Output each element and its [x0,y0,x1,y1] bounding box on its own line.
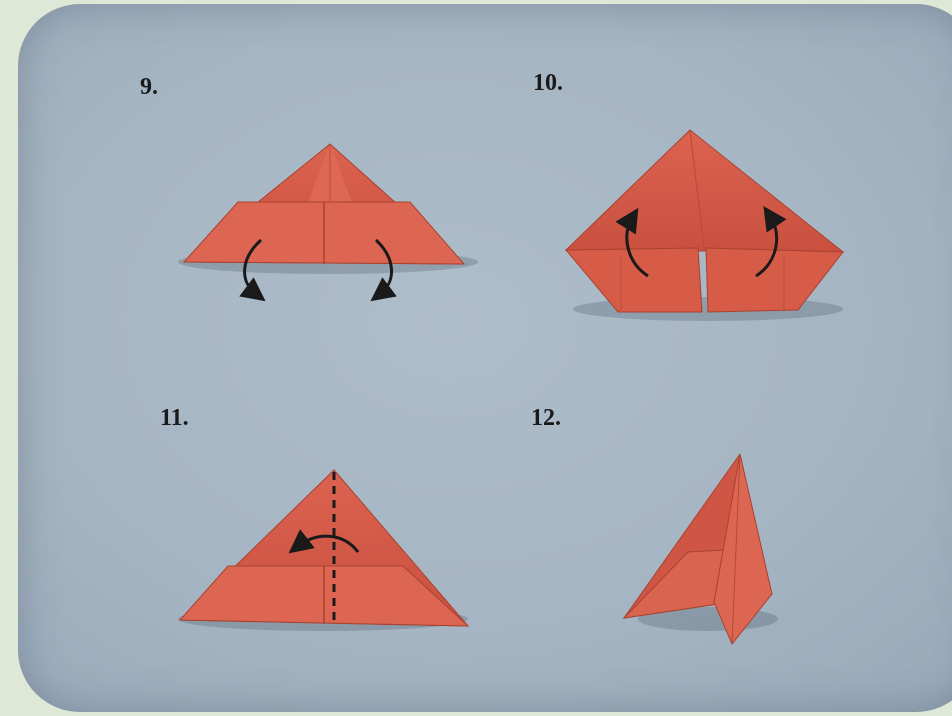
origami-instructions-photo: 9. 10. 11. 12. [18,4,952,712]
step-11-origami [178,469,470,627]
step-9-origami [182,143,466,302]
step-10-triangle [564,129,845,253]
step-12-edge-crease [731,453,741,645]
step-12-origami [622,453,773,645]
curved-arrow-icon [370,238,397,302]
curved-arrow-icon [239,238,266,302]
curved-arrow-icon [288,529,360,554]
step-10-right-flap [705,247,844,313]
step-10-origami [564,129,845,313]
step-10-label: 10. [533,70,563,96]
step-10-center-crease [689,129,705,249]
step-12-label: 12. [531,405,561,431]
origami-illustration [178,129,845,645]
step-9-label: 9. [140,74,158,100]
step-11-label: 11. [160,405,189,431]
curved-arrow-icon [755,206,787,278]
step-10-left-flap [564,247,703,313]
curved-arrow-icon [615,207,649,278]
